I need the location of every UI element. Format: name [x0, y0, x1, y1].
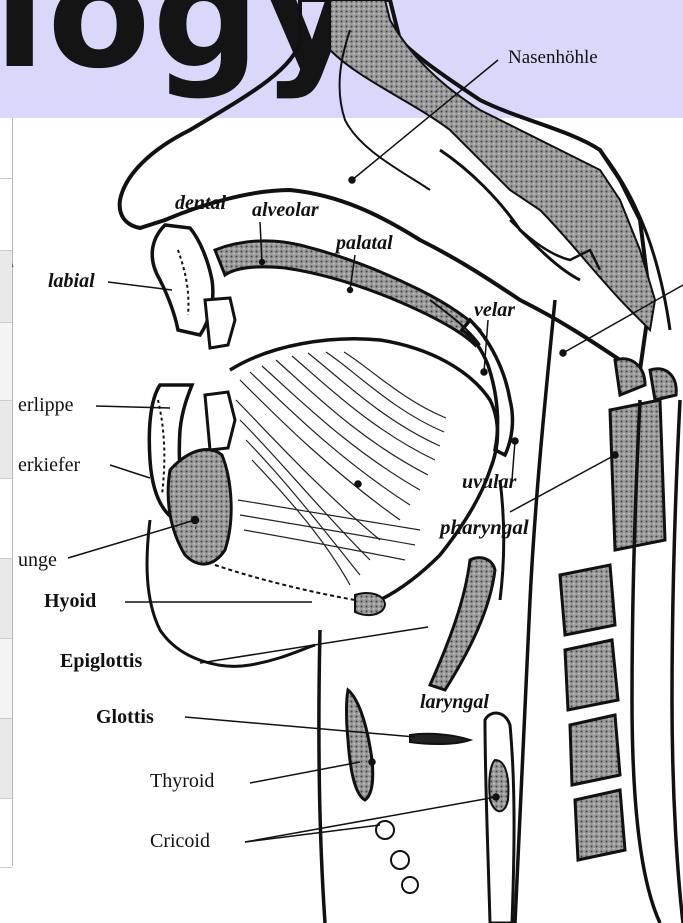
cricoid-cartilage	[489, 760, 508, 811]
label-pharyngal: pharyngal	[440, 517, 529, 538]
label-velar: velar	[474, 300, 515, 320]
label-nasenhoehle: Nasenhöhle	[508, 48, 598, 67]
tongue	[230, 339, 498, 600]
lower-teeth	[205, 392, 235, 450]
tongue-muscle-fibers	[236, 352, 446, 585]
label-oberlippe: erlippe	[18, 395, 74, 415]
thyroid-cartilage	[347, 690, 373, 800]
pharynx-back-wall	[515, 300, 555, 923]
epiglottis	[430, 558, 495, 690]
label-cricoid: Cricoid	[150, 831, 210, 851]
larynx-tube	[485, 713, 514, 923]
vertebrae	[560, 359, 676, 860]
hard-palate	[215, 241, 480, 345]
label-hyoid: Hyoid	[44, 591, 96, 611]
hyoid-bone	[355, 593, 385, 615]
glottis-cords	[410, 734, 470, 744]
upper-teeth	[205, 298, 235, 348]
upper-lip	[152, 225, 213, 335]
mandible	[168, 450, 231, 565]
label-thyroid: Thyroid	[150, 771, 214, 791]
label-unterkiefer: erkiefer	[18, 455, 80, 475]
label-dental: dental	[175, 193, 226, 213]
label-palatal: palatal	[336, 233, 393, 253]
label-uvular: uvular	[462, 472, 516, 492]
label-labial: labial	[48, 271, 95, 291]
label-glottis: Glottis	[96, 707, 154, 727]
label-zunge: unge	[18, 550, 57, 570]
label-alveolar: alveolar	[252, 200, 319, 220]
label-epiglottis: Epiglottis	[60, 651, 142, 671]
label-laryngal: laryngal	[420, 692, 489, 712]
